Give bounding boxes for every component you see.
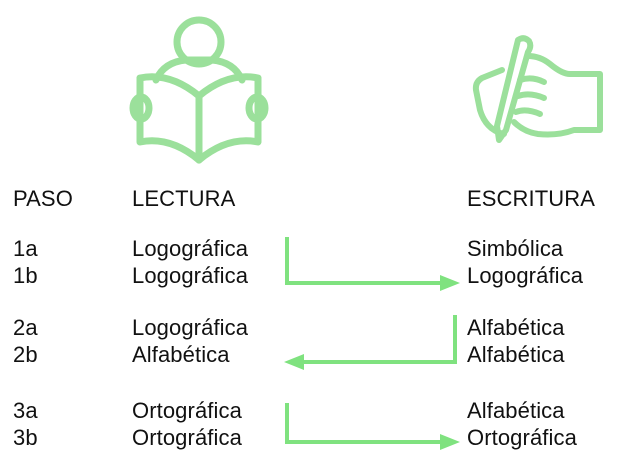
reading-3a: Ortográfica [132, 398, 242, 423]
reading-1b: Logográfica [132, 263, 249, 288]
writing-3a: Alfabética [467, 398, 565, 423]
arrow-2-writing-to-reading [300, 315, 457, 364]
reading-2a: Logográfica [132, 315, 249, 340]
writing-1a: Simbólica [467, 236, 564, 261]
header-writing: ESCRITURA [467, 186, 596, 211]
writing-2a: Alfabética [467, 315, 565, 340]
header-step: PASO [13, 186, 73, 211]
arrowhead-3 [440, 434, 460, 450]
step-3b: 3b [13, 425, 38, 450]
reading-1a: Logográfica [132, 236, 249, 261]
step-2a: 2a [13, 315, 38, 340]
writing-2b: Alfabética [467, 342, 565, 367]
step-1b: 1b [13, 263, 38, 288]
arrow-3-reading-to-writing [285, 403, 444, 444]
reading-person-icon [129, 16, 269, 164]
reading-3b: Ortográfica [132, 425, 242, 450]
writing-3b: Ortográfica [467, 425, 577, 450]
writing-1b: Logográfica [467, 263, 584, 288]
arrowhead-2 [284, 354, 304, 370]
arrow-1-reading-to-writing [285, 237, 444, 285]
step-1a: 1a [13, 236, 38, 261]
step-2b: 2b [13, 342, 38, 367]
header-reading: LECTURA [132, 186, 236, 211]
arrowhead-1 [440, 275, 460, 291]
writing-hand-icon [472, 35, 603, 143]
step-3a: 3a [13, 398, 38, 423]
reading-2b: Alfabética [132, 342, 230, 367]
